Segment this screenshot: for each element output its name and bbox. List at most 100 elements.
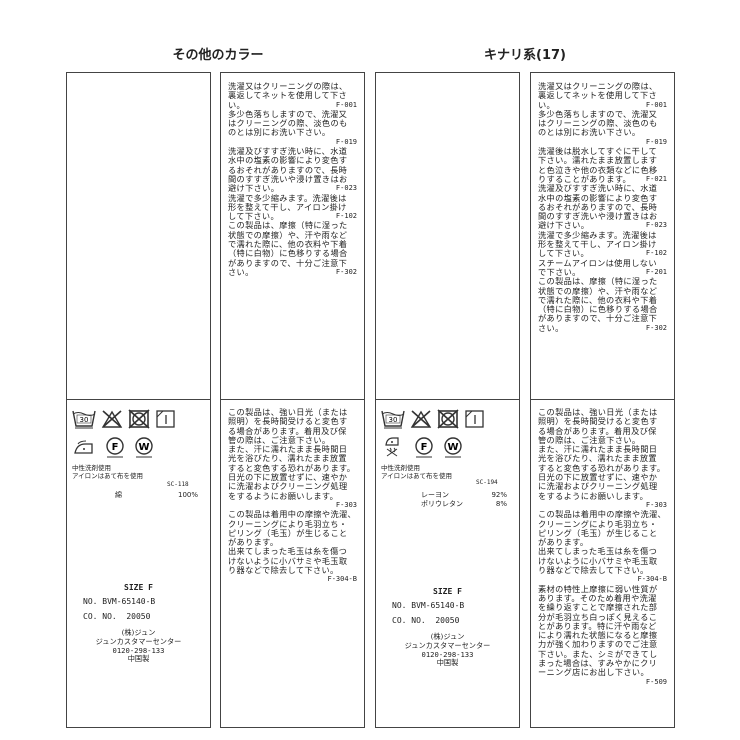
care-instruction-text: 裏返してネットを使用して下さ [538, 90, 658, 101]
instruction-code: F-102 [645, 249, 667, 258]
label-text-line: 分が毛羽立ち白っぽく見えるこ [538, 612, 667, 622]
care-instruction-text: すると変色する恐れがあります。 [228, 462, 356, 473]
label-text-line: 下さい。濡れたまま放置します [538, 156, 667, 165]
product-number: NO. BVM-65140-B [83, 597, 156, 606]
label-fold-line [67, 399, 210, 400]
label-text-line: 洗濯で多少縮みます。洗濯後は [228, 192, 357, 203]
label-phone: 0120-298-133 [421, 649, 474, 659]
care-instruction-text: ーニング店にお出し下さい。 [538, 667, 649, 678]
label-text-line: 日光の下に放置せずに、速やか [538, 472, 667, 482]
label-text-line: はクリーニングの際、淡色のも [538, 119, 667, 128]
care-instruction-text: で濡れた際に、他の衣料や下着 [228, 239, 348, 250]
label-text-line: と色泣きや他の衣類などに色移 [538, 165, 667, 175]
care-instruction-text: で下さい。 [538, 266, 581, 277]
label-text-line: とがあります。特に汗や雨など [538, 621, 667, 631]
care-instruction-text: に洗濯およびクリーニング処理 [228, 481, 348, 492]
care-instruction-text: けないように小バサミや毛玉取 [538, 555, 658, 566]
label-text-line: 多少色落ちしますので、洗濯又 [228, 108, 357, 119]
label-text-line: 多少色落ちしますので、洗濯又 [538, 109, 667, 119]
care-instruction-text: 多少色落ちしますので、洗濯又 [228, 108, 348, 119]
care-instruction-text: 避け下さい。 [538, 220, 590, 231]
co-number: CO. NO. 20050 [83, 612, 151, 621]
line-dry-shade-icon [155, 409, 177, 433]
care-instruction-text: 洗濯で多少縮みます。洗濯後は [228, 192, 347, 203]
label-phone: 0120-298-133 [112, 645, 165, 655]
care-instruction-text: り器などで除去して下さい。 [538, 565, 649, 576]
label-text-line: で濡れた際に、他の衣料や下着 [228, 239, 357, 250]
label-text-line: で下さい。 F-201 [538, 266, 667, 277]
label-text-line: を繰り返すことで摩擦された部 [538, 603, 667, 612]
instruction-code: F-304-B [327, 575, 357, 584]
instruction-code: F-303 [335, 500, 357, 509]
label-text-line: F-304-B [538, 575, 667, 584]
instruction-code: F-509 [645, 677, 667, 686]
care-instruction-text: （特に白物）に色移りする場合 [228, 248, 348, 259]
care-instruction-text: 水中の塩素の影響により変色す [538, 192, 658, 203]
label-center: ジュンカスタマーセンター [95, 636, 182, 646]
label-text-line: 状態での摩擦）や、汗や雨など [538, 286, 667, 296]
dry-clean-f-icon: F [413, 436, 435, 462]
label-text-line: まった場合は、すみやかにクリ [538, 658, 667, 668]
care-instruction-text: 洗濯又はクリーニングの際は、 [228, 81, 348, 91]
care-instruction-text: のとは別にお洗い下さい。 [538, 127, 641, 138]
instruction-code: F-102 [335, 212, 357, 221]
label-text-line: 裏返してネットを使用して下さ [228, 91, 357, 100]
care-instruction-text: る場合があります。着用及び保 [228, 425, 347, 436]
label-text-line: るおそれがありますので、長時 [228, 165, 357, 175]
label-text-line: い。F-001 [538, 100, 667, 110]
label-origin: 中国製 [127, 654, 150, 664]
label-text-line: 水中の塩素の影響により変色す [228, 156, 357, 165]
care-instruction-text: 下さい。また、シミができてし [538, 648, 658, 659]
care-instruction-text: 裏返してネットを使用して下さ [228, 90, 348, 101]
care-instruction-text: をするようにお願いします。 [228, 490, 339, 501]
label-text-line: がありますので、十分ご注意下 [538, 314, 667, 323]
label-text-line: 日光の下に放置せずに、速やか [228, 472, 357, 483]
sc-code: SC-194 [476, 479, 498, 486]
care-instruction-text: して下さい。 [538, 248, 589, 259]
instruction-code: F-001 [645, 100, 667, 109]
label-text-line: に洗濯およびクリーニング処理 [228, 482, 357, 491]
label-text-line: をするようにお願いします。 [538, 491, 667, 501]
no-bleach-icon [409, 409, 433, 433]
label-text-line: 形を整えて干し、アイロン掛け [538, 239, 667, 249]
care-instruction-text: がありますので、十分ご注意下 [538, 313, 658, 324]
care-instruction-text: 力が強く加わりますのでご注意 [538, 639, 658, 650]
label-text-line: さい。F-302 [538, 323, 667, 333]
label-text-line: 形を整えて干し、アイロン掛け [228, 202, 357, 212]
label-text-line: 避け下さい。 F-023 [228, 184, 357, 193]
iron-low-icon [72, 439, 96, 461]
label-text-line: 間のすすぎ洗いや浸け置きはお [538, 212, 667, 221]
instruction-code: F-023 [335, 184, 357, 193]
care-instruction-text: して下さい。 [228, 211, 279, 222]
care-instruction-text: 日光の下に放置せずに、速やか [228, 472, 348, 483]
care-instruction-text: この製品は、摩擦（特に湿った [228, 220, 348, 231]
label-fold-line [221, 399, 364, 400]
label-text-line: のとは別にお洗い下さい。 [228, 128, 357, 137]
care-instruction-text: はクリーニングの際、淡色のも [538, 118, 658, 129]
care-instruction-text: 避け下さい。 [228, 183, 280, 194]
care-instruction-text: を繰り返すことで摩擦された部 [538, 602, 658, 613]
instruction-code: F-019 [645, 137, 667, 146]
label-text-line: はクリーニングの際、淡色のも [228, 119, 357, 128]
dry-clean-f-icon: F [104, 436, 126, 462]
label-text-line: また、汗に濡れたまま長時間日 [228, 445, 357, 454]
label-origin: 中国製 [436, 658, 459, 668]
instruction-code: F-023 [645, 221, 667, 230]
label-text-line: 力が強く加わりますのでご注意 [538, 640, 667, 649]
svg-text:W: W [138, 442, 149, 453]
label-text-line: 管の際は、ご注意下さい。 [228, 434, 357, 445]
fabric-percent: 8% [495, 500, 507, 508]
care-instruction-text: クリーニングにより毛羽立ち・ [228, 518, 348, 529]
label-text-line: り器などで除去して下さい。 [538, 565, 667, 576]
care-instruction-text: この製品は、強い日光（または [228, 407, 348, 417]
label-text-line: F-019 [538, 138, 667, 147]
label-text-line: 照明）を長時間受けると変色す [228, 417, 357, 426]
size: SIZE F [433, 587, 462, 596]
care-instruction-text: あります。そのため着用や洗濯 [538, 592, 657, 603]
care-instruction-text: 管の際は、ご注意下さい。 [228, 434, 331, 445]
instruction-code: F-201 [645, 267, 667, 276]
care-instruction-text: るおそれがありますので、長時 [538, 201, 658, 212]
care-instruction-text: ピリング（毛玉）が生じること [228, 527, 348, 538]
